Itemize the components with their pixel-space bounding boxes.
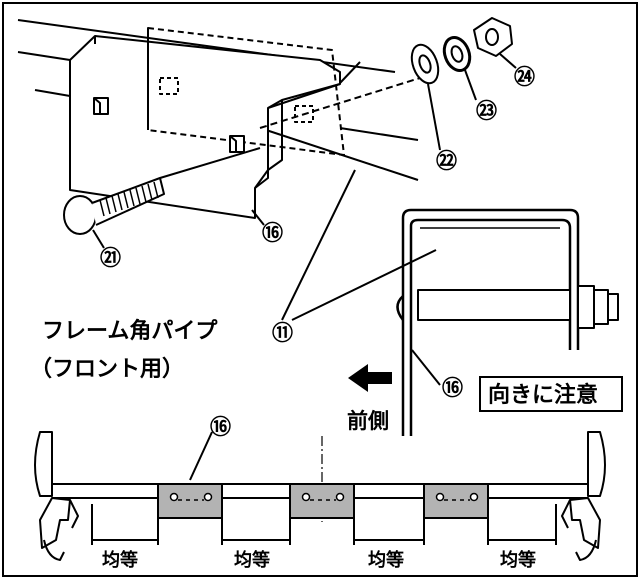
side-detail <box>396 208 619 436</box>
mounted-brackets <box>157 483 489 519</box>
bracket-right <box>423 483 489 519</box>
callout-24: ㉔ <box>514 65 535 89</box>
carriage-bolt-21 <box>63 177 165 235</box>
left-foot <box>34 431 53 497</box>
callout-16-side: ⑯ <box>442 376 463 400</box>
orientation-note: 向きに注意 <box>488 382 598 408</box>
bracket-16 <box>69 27 345 219</box>
flat-washer-22 <box>410 43 440 85</box>
callout-23: ㉓ <box>476 99 497 123</box>
right-foot <box>587 431 606 497</box>
equal-spacing-3: 均等 <box>368 549 404 571</box>
exploded-view <box>17 17 517 321</box>
orientation-note-box <box>479 376 623 412</box>
frame-pipe <box>17 19 419 181</box>
frame-pipe-sublabel: （フロント用） <box>30 357 184 382</box>
equal-spacing-1: 均等 <box>102 549 138 571</box>
bracket-center <box>289 483 355 519</box>
front-arrow-icon <box>348 364 392 392</box>
hex-nut-24 <box>473 17 513 57</box>
spring-washer-23 <box>442 36 472 72</box>
callout-16-top: ⑯ <box>262 221 283 245</box>
frame-pipe-label: フレーム角パイプ <box>42 318 218 344</box>
bracket-left <box>157 483 223 519</box>
front-view <box>34 431 606 561</box>
bracket-bolt-marks <box>169 492 479 502</box>
equal-spacing-4: 均等 <box>500 549 536 571</box>
callout-21: ㉑ <box>100 246 121 270</box>
equal-spacing-2: 均等 <box>234 549 270 571</box>
callout-16-bottom: ⑯ <box>210 415 231 439</box>
callout-22: ㉒ <box>436 149 457 173</box>
callout-11: ⑪ <box>272 321 293 345</box>
front-side-label: 前側 <box>347 409 389 433</box>
